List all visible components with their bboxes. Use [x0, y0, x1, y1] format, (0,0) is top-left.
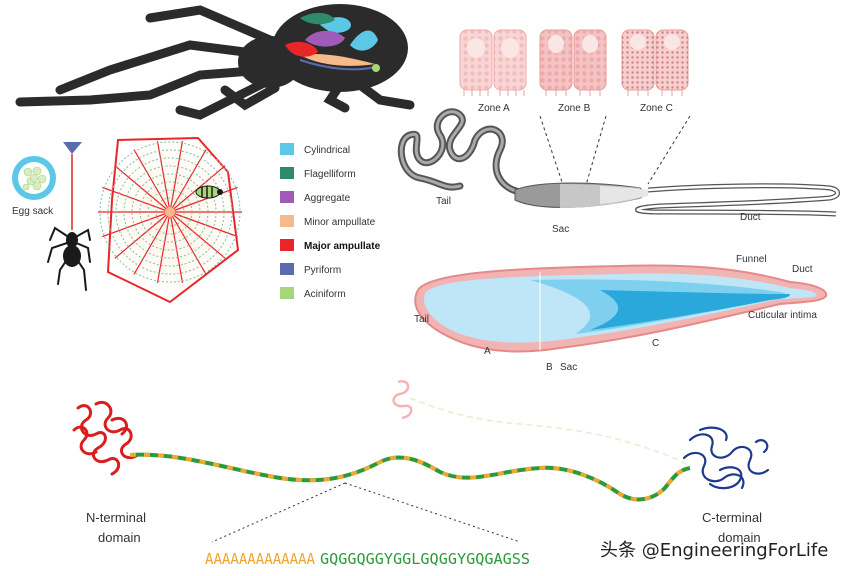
- web-radial-thread: [102, 211, 171, 238]
- web-radial-thread: [169, 211, 184, 284]
- gland-cross-section: [414, 264, 828, 353]
- web-radial-thread: [169, 211, 207, 275]
- web-spiral-thread: [131, 173, 209, 251]
- orb-web: [98, 136, 242, 304]
- legend-swatch: [280, 239, 294, 251]
- glycine-rich-sequence: GQGGQGGYGGLGQGGYGQGAGSS: [320, 550, 530, 568]
- legend-label: Minor ampullate: [304, 217, 376, 228]
- zone-a-label: Zone A: [478, 103, 510, 114]
- gland-diagram: [397, 108, 840, 217]
- n-terminal-structure: [72, 401, 138, 476]
- egg-sack: [12, 156, 56, 200]
- legend-label: Flagelliform: [304, 169, 356, 180]
- polyalanine-sequence: AAAAAAAAAAAAA: [205, 550, 315, 568]
- web-radial-thread: [133, 211, 171, 275]
- zone-b-cells: [539, 29, 607, 91]
- web-radial-thread: [114, 165, 171, 213]
- legend-swatch: [280, 287, 294, 299]
- web-spiral-thread: [107, 149, 233, 275]
- legend-item: Aggregate: [280, 191, 351, 204]
- web-spiral-thread: [99, 141, 241, 283]
- zone-pointer-lines: [539, 115, 691, 193]
- web-radial-thread: [169, 211, 238, 238]
- zone-a-cells: [459, 29, 527, 91]
- legend-label: Cylindrical: [304, 145, 350, 156]
- web-radial-thread: [102, 186, 171, 213]
- legend-item: Major ampullate: [280, 239, 381, 252]
- legend-item: Pyriform: [280, 263, 341, 276]
- web-radial-thread: [114, 211, 171, 259]
- n-terminal-label-line1: N-terminal: [86, 510, 146, 525]
- legend-item: Aciniform: [280, 287, 346, 300]
- web-spiral-thread: [155, 197, 185, 227]
- legend-swatch: [280, 191, 294, 203]
- legend-label: Aciniform: [304, 289, 346, 300]
- legend-item: Minor ampullate: [280, 215, 376, 228]
- web-spiral-thread: [147, 189, 193, 235]
- cs-sac-label: Sac: [560, 362, 577, 373]
- legend-swatch: [280, 167, 294, 179]
- web-radial-thread: [169, 211, 226, 259]
- egg-sack-label: Egg sack: [12, 206, 54, 217]
- zone-b-label: Zone B: [558, 103, 591, 114]
- web-radial-thread: [156, 211, 171, 284]
- zone-c-label: Zone C: [640, 103, 673, 114]
- cs-tail-label: Tail: [414, 314, 429, 325]
- spider-glands: [285, 12, 380, 72]
- c-terminal-structure: [682, 426, 770, 490]
- c-terminal-label-line2: domain: [718, 530, 761, 545]
- sequence-zoom-lines: [211, 482, 521, 543]
- gland-duct-label: Duct: [740, 212, 761, 223]
- web-spiral-thread: [115, 157, 225, 267]
- cell-cilia: [463, 90, 683, 96]
- gland-tail-label: Tail: [436, 196, 451, 207]
- c-terminal-label-line1: C-terminal: [702, 510, 762, 525]
- legend-item: Cylindrical: [280, 143, 350, 156]
- hanging-spider: [47, 142, 91, 291]
- legend-swatch: [280, 143, 294, 155]
- silk-chain: [129, 452, 691, 502]
- gland-sac-label: Sac: [552, 224, 569, 235]
- web-spiral-thread: [123, 165, 217, 259]
- zone-c-cells: [621, 29, 689, 91]
- legend-swatch: [280, 263, 294, 275]
- cs-duct-label: Duct: [792, 264, 813, 275]
- web-radial-thread: [156, 140, 171, 213]
- legend-item: Flagelliform: [280, 167, 356, 180]
- web-spiral-thread: [139, 181, 201, 243]
- cs-zone-b-label: B: [546, 362, 553, 373]
- cs-zone-a-label: A: [484, 346, 491, 357]
- web-radial-thread: [169, 149, 207, 213]
- cs-funnel-label: Funnel: [736, 254, 767, 265]
- legend-label: Aggregate: [304, 193, 351, 204]
- web-radial-thread: [133, 149, 171, 213]
- web-radial-thread: [169, 186, 238, 213]
- watermark: 头条 @EngineeringForLife: [600, 540, 828, 561]
- legend-label: Major ampullate: [304, 241, 381, 252]
- cs-zone-c-label: C: [652, 338, 659, 349]
- faint-protein-copy: [392, 380, 691, 467]
- n-terminal-label-line2: domain: [98, 530, 141, 545]
- legend-label: Pyriform: [304, 265, 341, 276]
- cs-intima-label: Cuticular intima: [748, 310, 817, 321]
- insect-icon: [195, 185, 223, 199]
- web-radial-thread: [169, 140, 184, 213]
- legend-swatch: [280, 215, 294, 227]
